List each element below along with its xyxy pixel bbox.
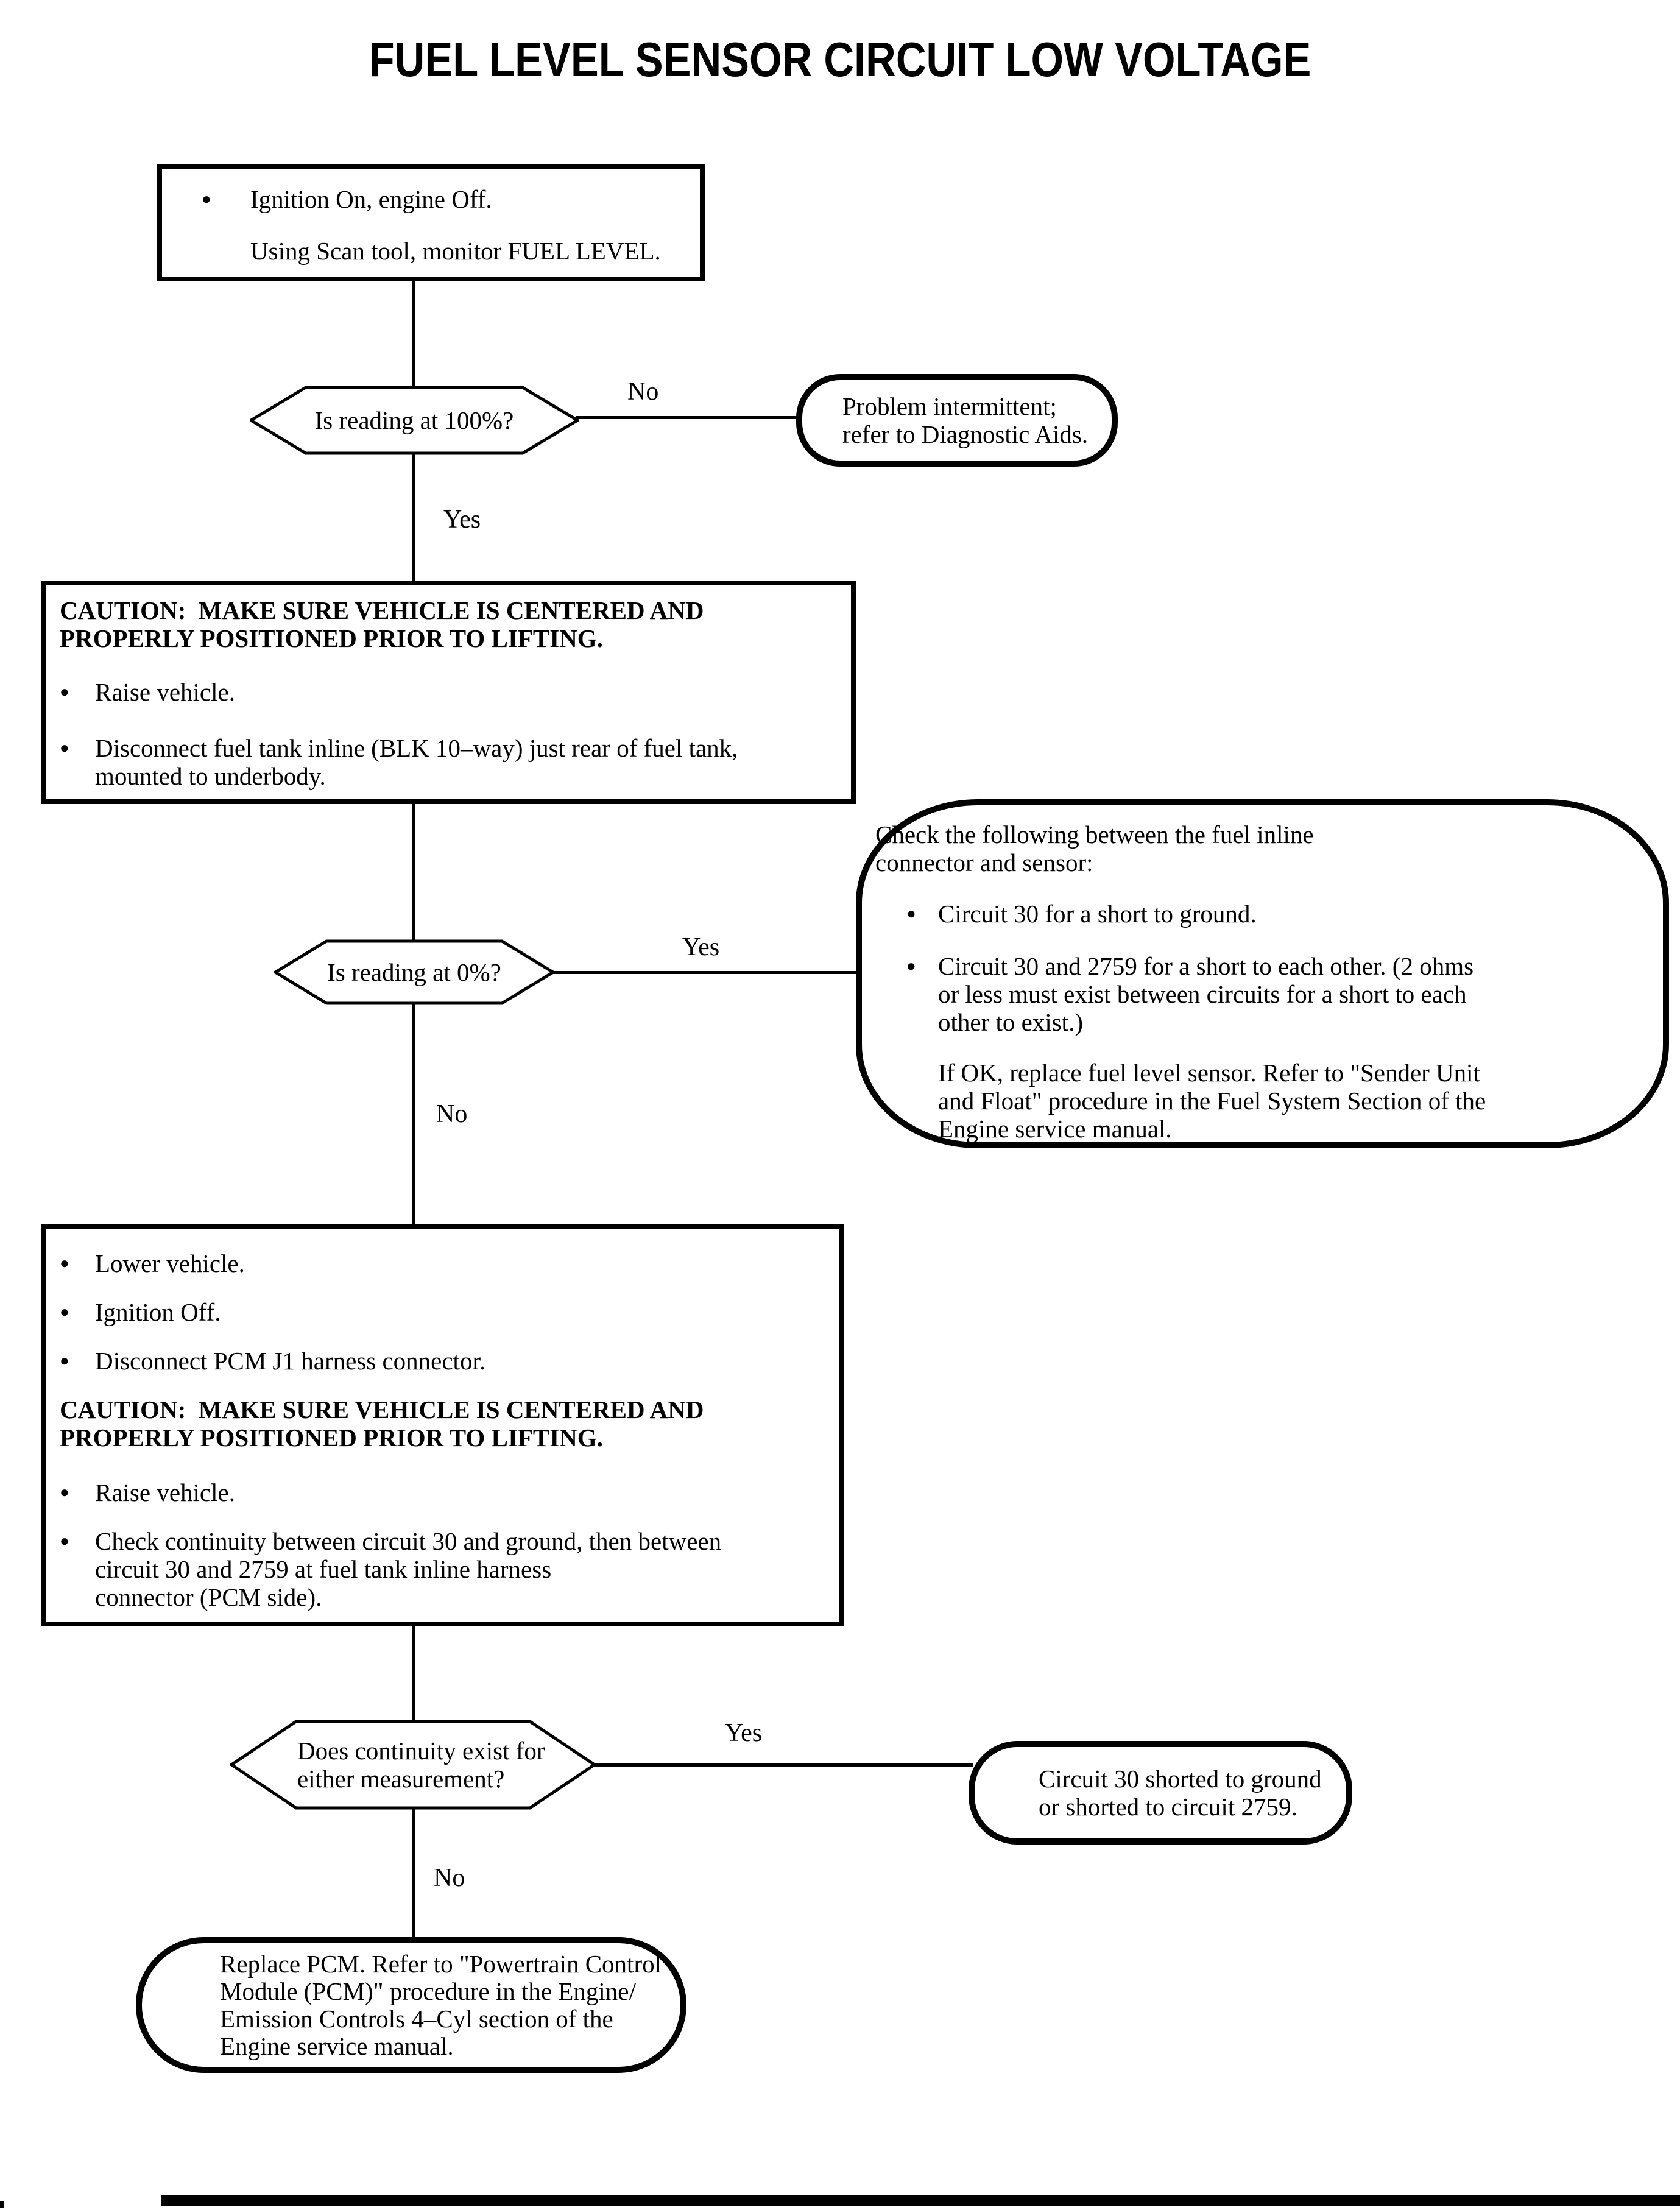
connector-procedure-to-decision-continuity bbox=[412, 1624, 415, 1721]
procedure-step: ● Raise vehicle. bbox=[60, 1478, 827, 1506]
decision-continuity-question: Does continuity exist for either measure… bbox=[297, 1737, 545, 1793]
procedure-step-text: Check continuity between circuit 30 and … bbox=[95, 1527, 722, 1611]
bullet-icon: ● bbox=[60, 1254, 69, 1272]
procedure-step: ● Lower vehicle. bbox=[60, 1249, 827, 1277]
bullet-icon: ● bbox=[60, 1532, 69, 1550]
bullet-icon: ● bbox=[60, 683, 69, 701]
edge-label-yes-2: Yes bbox=[682, 933, 720, 961]
bullet-icon: ● bbox=[906, 957, 916, 975]
terminal-replace-pcm-text: Replace PCM. Refer to "Powertrain Contro… bbox=[220, 1949, 662, 2060]
bullet-icon: ● bbox=[60, 1352, 69, 1369]
decision-hexagon-shape bbox=[230, 1720, 596, 1810]
procedure-step-text: Lower vehicle. bbox=[95, 1249, 245, 1277]
connector-start-to-decision100 bbox=[412, 280, 415, 388]
connector-decision-continuity-to-replace-pcm bbox=[412, 1808, 415, 1940]
connector-caution-to-decision0 bbox=[412, 802, 415, 942]
terminal-check-step: ● Circuit 30 and 2759 for a short to eac… bbox=[906, 952, 1639, 1036]
procedure-step: ● Check continuity between circuit 30 an… bbox=[60, 1527, 827, 1611]
bullet-icon: ● bbox=[906, 905, 916, 922]
caution-box-step: ● Disconnect fuel tank inline (BLK 10–wa… bbox=[60, 734, 839, 790]
connector-decision100-no-branch bbox=[576, 416, 798, 419]
bullet-icon: ● bbox=[60, 739, 69, 757]
procedure-box-lower-vehicle: ● Lower vehicle. ● Ignition Off. ● Disco… bbox=[41, 1224, 844, 1626]
connector-decision0-yes-branch bbox=[551, 971, 859, 974]
caution-box-step-text: Disconnect fuel tank inline (BLK 10–way)… bbox=[95, 734, 738, 790]
terminal-check-step-text: Circuit 30 for a short to ground. bbox=[938, 900, 1257, 928]
procedure-step-text: Raise vehicle. bbox=[95, 1478, 235, 1506]
terminal-check-step-text: Circuit 30 and 2759 for a short to each … bbox=[938, 952, 1474, 1036]
caution-heading: CAUTION: MAKE SURE VEHICLE IS CENTERED A… bbox=[60, 596, 704, 652]
terminal-circuit-30-shorted-text: Circuit 30 shorted to ground or shorted … bbox=[1039, 1765, 1322, 1821]
terminal-problem-intermittent-text: Problem intermittent; refer to Diagnosti… bbox=[842, 392, 1089, 448]
terminal-check-circuits: Check the following between the fuel inl… bbox=[856, 799, 1669, 1148]
decision-continuity: Does continuity exist for either measure… bbox=[230, 1719, 596, 1810]
procedure-caution-heading: CAUTION: MAKE SURE VEHICLE IS CENTERED A… bbox=[60, 1396, 704, 1452]
terminal-check-step: ● Circuit 30 for a short to ground. bbox=[906, 900, 1639, 928]
start-box: ● Ignition On, engine Off. Using Scan to… bbox=[157, 164, 705, 281]
decision-reading-0: Is reading at 0%? bbox=[274, 939, 554, 1005]
edge-label-no-2: No bbox=[436, 1100, 468, 1128]
bullet-icon: ● bbox=[60, 1303, 69, 1321]
bullet-icon: ● bbox=[60, 1483, 69, 1501]
edge-label-yes-1: Yes bbox=[443, 506, 481, 534]
bottom-scan-bar bbox=[161, 2195, 1680, 2206]
decision-reading-0-question: Is reading at 0%? bbox=[327, 958, 501, 986]
start-box-step-text: Ignition On, engine Off. bbox=[250, 185, 492, 213]
connector-decision100-to-caution bbox=[412, 454, 415, 583]
edge-label-no-1: No bbox=[627, 378, 659, 406]
procedure-step-text: Ignition Off. bbox=[95, 1298, 221, 1326]
terminal-check-intro: Check the following between the fuel inl… bbox=[875, 821, 1314, 877]
start-box-step: ● Ignition On, engine Off. bbox=[202, 185, 688, 213]
decision-hexagon-shape bbox=[274, 939, 554, 1005]
terminal-replace-pcm: Replace PCM. Refer to "Powertrain Contro… bbox=[136, 1937, 686, 2073]
connector-decision0-to-procedure bbox=[412, 1004, 415, 1227]
decision-hexagon-shape bbox=[250, 386, 579, 455]
terminal-circuit-30-shorted: Circuit 30 shorted to ground or shorted … bbox=[969, 1741, 1352, 1845]
scan-artifact-tick bbox=[0, 2201, 4, 2208]
caution-box-step: ● Raise vehicle. bbox=[60, 678, 839, 706]
connector-decision-continuity-yes-branch bbox=[592, 1763, 973, 1767]
start-box-step: Using Scan tool, monitor FUEL LEVEL. bbox=[202, 237, 688, 265]
edge-label-yes-3: Yes bbox=[725, 1719, 763, 1747]
edge-label-no-3: No bbox=[434, 1864, 465, 1892]
page-title: FUEL LEVEL SENSOR CIRCUIT LOW VOLTAGE bbox=[369, 32, 1311, 86]
decision-reading-100: Is reading at 100%? bbox=[250, 386, 579, 455]
terminal-problem-intermittent: Problem intermittent; refer to Diagnosti… bbox=[796, 374, 1118, 467]
procedure-step: ● Disconnect PCM J1 harness connector. bbox=[60, 1347, 827, 1375]
procedure-step: ● Ignition Off. bbox=[60, 1298, 827, 1326]
procedure-step-text: Disconnect PCM J1 harness connector. bbox=[95, 1347, 486, 1375]
start-box-step-text: Using Scan tool, monitor FUEL LEVEL. bbox=[250, 237, 661, 265]
bullet-icon: ● bbox=[202, 190, 211, 208]
caution-raise-vehicle-box: CAUTION: MAKE SURE VEHICLE IS CENTERED A… bbox=[41, 581, 856, 804]
terminal-check-footer: If OK, replace fuel level sensor. Refer … bbox=[938, 1059, 1486, 1143]
caution-box-step-text: Raise vehicle. bbox=[95, 678, 235, 706]
decision-reading-100-question: Is reading at 100%? bbox=[314, 406, 514, 434]
